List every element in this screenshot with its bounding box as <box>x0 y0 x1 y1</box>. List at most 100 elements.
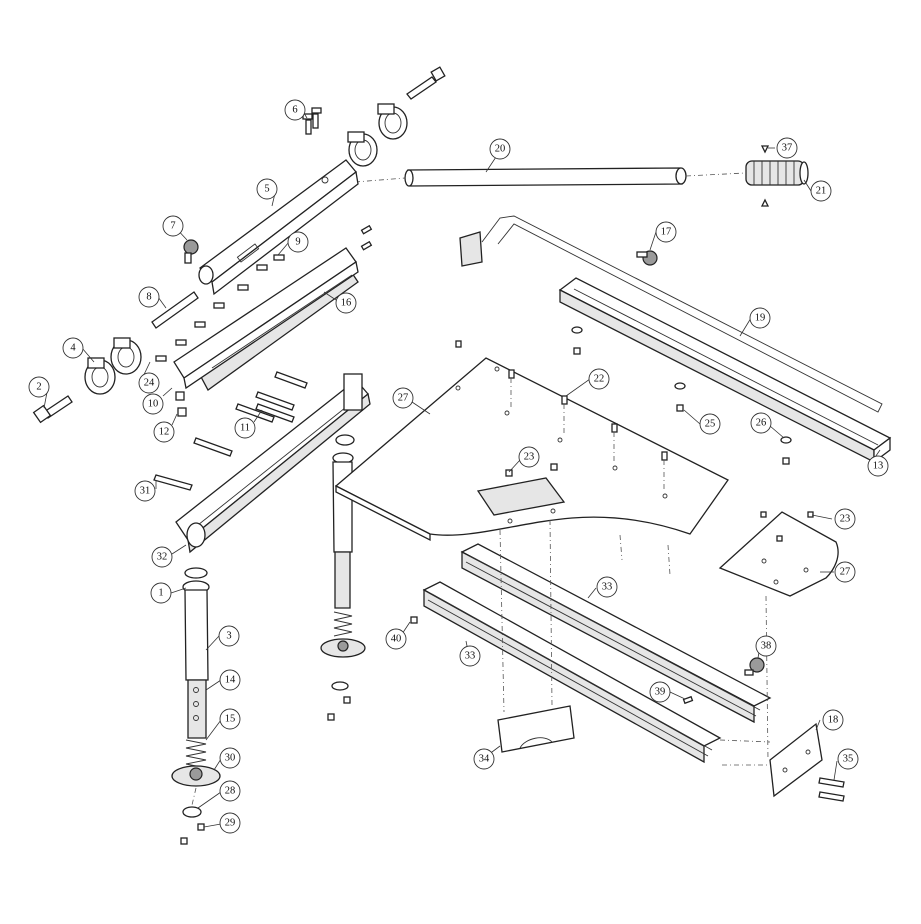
svg-text:30: 30 <box>225 753 236 764</box>
svg-text:28: 28 <box>225 786 236 797</box>
svg-text:22: 22 <box>594 374 605 385</box>
svg-text:1: 1 <box>158 588 163 599</box>
callout-2: 2 <box>28 376 50 398</box>
callout-31: 31 <box>134 480 156 502</box>
part-extrusion-33-lower <box>422 581 722 764</box>
callout-13: 13 <box>867 455 889 477</box>
callout-19: 19 <box>749 307 771 329</box>
callout-8: 8 <box>138 286 160 308</box>
svg-text:25: 25 <box>705 419 716 430</box>
callout-34: 34 <box>473 748 495 770</box>
svg-text:16: 16 <box>341 298 352 309</box>
svg-text:5: 5 <box>264 184 269 195</box>
part-screws-top-rail <box>360 224 373 251</box>
svg-text:40: 40 <box>391 634 402 645</box>
callout-14: 14 <box>219 669 241 691</box>
callout-4: 4 <box>62 337 84 359</box>
part-clamp-upper <box>347 103 408 167</box>
svg-text:14: 14 <box>225 675 236 686</box>
part-bolt-2 <box>32 395 73 424</box>
svg-text:33: 33 <box>602 582 613 593</box>
svg-text:27: 27 <box>840 567 851 578</box>
callout-7: 7 <box>162 215 184 237</box>
callout-26: 26 <box>750 412 772 434</box>
callout-5: 5 <box>256 178 278 200</box>
callout-22: 22 <box>588 368 610 390</box>
part-screws-23 <box>505 463 558 477</box>
svg-text:2: 2 <box>36 382 41 393</box>
callout-23b: 23 <box>834 508 856 530</box>
svg-text:8: 8 <box>146 292 151 303</box>
svg-text:11: 11 <box>240 423 250 434</box>
part-plate-8 <box>151 291 199 329</box>
callout-11: 11 <box>234 417 256 439</box>
svg-text:15: 15 <box>225 714 236 725</box>
part-bolt-top <box>406 66 446 100</box>
callout-33a: 33 <box>596 576 618 598</box>
part-knob-38 <box>744 657 765 676</box>
svg-text:23: 23 <box>524 452 535 463</box>
part-pin-39 <box>682 695 694 705</box>
svg-text:12: 12 <box>159 427 170 438</box>
part-fence-19 <box>558 277 892 464</box>
svg-text:34: 34 <box>479 754 490 765</box>
callout-40: 40 <box>385 628 407 650</box>
part-grip-21 <box>745 160 809 186</box>
part-screws-35 <box>818 777 845 802</box>
svg-text:9: 9 <box>295 237 300 248</box>
svg-text:6: 6 <box>292 105 297 116</box>
part-plate-34 <box>497 705 575 753</box>
part-rail-32 <box>175 373 371 554</box>
callout-21: 21 <box>810 180 832 202</box>
part-knob-17 <box>636 250 658 266</box>
callout-23a: 23 <box>518 446 540 468</box>
part-screw-37 <box>760 145 770 207</box>
svg-text:33: 33 <box>465 651 476 662</box>
svg-text:17: 17 <box>661 227 672 238</box>
callout-1: 1 <box>150 582 172 604</box>
callout-27b: 27 <box>834 561 856 583</box>
callout-12: 12 <box>153 421 175 443</box>
callout-15: 15 <box>219 708 241 730</box>
part-clamps-4 <box>84 337 142 395</box>
part-arm-5 <box>198 159 359 296</box>
callout-33b: 33 <box>459 645 481 667</box>
callout-30: 30 <box>219 747 241 769</box>
callout-18: 18 <box>822 709 844 731</box>
svg-text:32: 32 <box>157 552 168 563</box>
svg-text:7: 7 <box>170 221 175 232</box>
callout-6: 6 <box>284 99 306 121</box>
callout-17: 17 <box>655 221 677 243</box>
part-screws-9 <box>155 254 285 362</box>
callout-39: 39 <box>649 681 671 703</box>
callout-25: 25 <box>699 413 721 435</box>
part-leg-3 <box>171 567 221 845</box>
part-screw-40 <box>410 616 418 624</box>
part-tube-20 <box>404 167 687 187</box>
part-rail-16 <box>173 247 359 391</box>
callout-9: 9 <box>287 231 309 253</box>
callout-37: 37 <box>776 137 798 159</box>
svg-text:26: 26 <box>756 418 767 429</box>
svg-text:23: 23 <box>840 514 851 525</box>
callout-20: 20 <box>489 138 511 160</box>
callout-10: 10 <box>142 393 164 415</box>
callout-24: 24 <box>138 372 160 394</box>
svg-text:35: 35 <box>843 754 854 765</box>
part-screws-25 <box>571 326 792 465</box>
part-bracket-18 <box>769 722 823 798</box>
svg-text:10: 10 <box>148 399 159 410</box>
svg-text:13: 13 <box>873 461 884 472</box>
svg-text:20: 20 <box>495 144 506 155</box>
part-knob-7 <box>183 239 199 264</box>
part-extrusion-33-upper <box>460 543 772 724</box>
callout-32: 32 <box>151 546 173 568</box>
callout-38: 38 <box>755 635 777 657</box>
part-screw-31 <box>153 474 193 491</box>
svg-text:27: 27 <box>398 393 409 404</box>
svg-text:37: 37 <box>782 143 793 154</box>
svg-text:24: 24 <box>144 378 155 389</box>
svg-text:38: 38 <box>761 641 772 652</box>
